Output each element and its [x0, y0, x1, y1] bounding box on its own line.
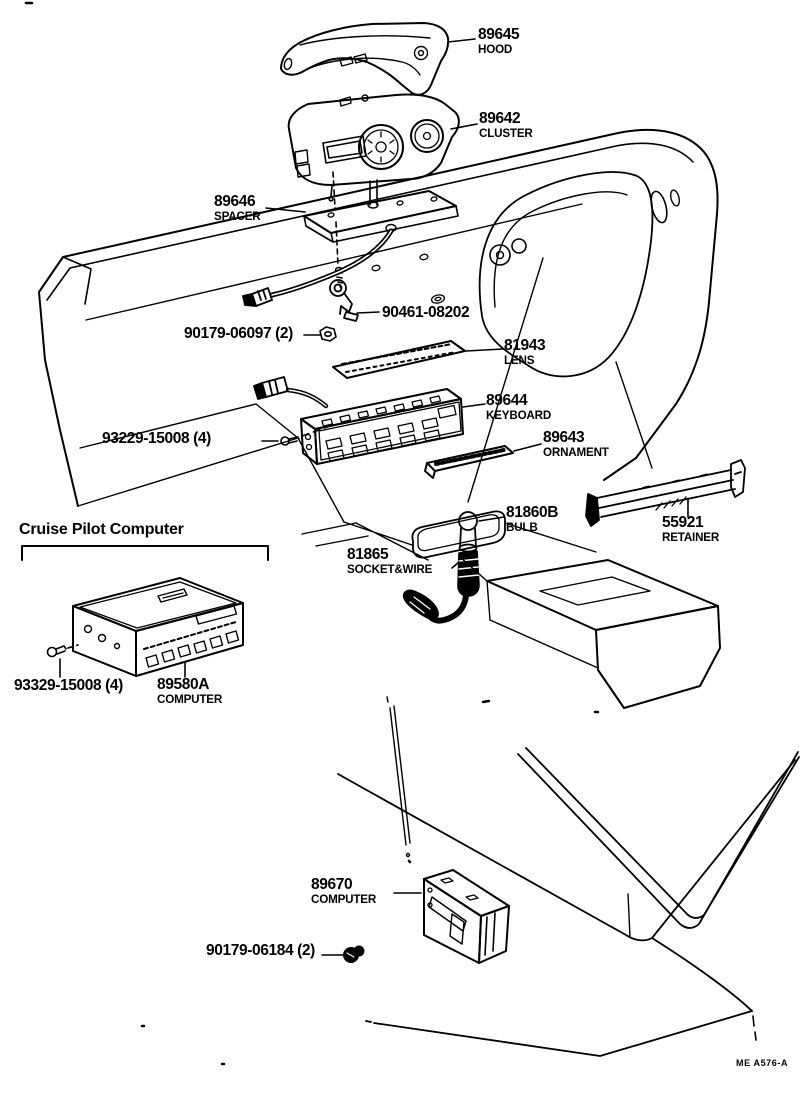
- part-hood: [280, 22, 450, 96]
- label-computer-a: 89580A COMPUTER: [157, 676, 222, 706]
- part-number: 55921: [662, 514, 704, 531]
- part-spacer: [303, 190, 459, 243]
- part-number: 89644: [486, 392, 528, 409]
- part-number: 89645: [478, 26, 520, 43]
- part-lens: [332, 340, 466, 379]
- label-cluster: 89642 CLUSTER: [479, 110, 533, 140]
- label-grommet: 90179-06184 (2): [206, 942, 315, 959]
- label-socket-wire: 81865 SOCKET&WIRE: [347, 546, 432, 576]
- part-number: 93329-15008 (4): [14, 677, 123, 694]
- part-retainer: [585, 459, 746, 527]
- part-nut: [319, 326, 337, 342]
- part-name: SPACER: [214, 209, 261, 223]
- dashboard-panel: [38, 128, 719, 523]
- scan-artifacts: [24, 1, 600, 1066]
- floor-lines: [301, 521, 597, 582]
- part-name: LENS: [504, 353, 535, 367]
- part-bulb: [458, 511, 478, 553]
- part-computer-b: [423, 869, 510, 964]
- part-number: 90179-06097 (2): [184, 325, 293, 342]
- part-computer-a: [72, 577, 244, 678]
- part-number: 89642: [479, 110, 521, 127]
- part-number: 81943: [504, 337, 546, 354]
- label-bulb: 81860B BULB: [506, 504, 558, 534]
- part-number: 89643: [543, 429, 585, 446]
- part-name: COMPUTER: [157, 692, 223, 706]
- part-keyboard: [300, 388, 464, 465]
- part-name: RETAINER: [662, 530, 720, 544]
- part-number: 89580A: [157, 676, 210, 693]
- part-number: 81860B: [506, 504, 559, 521]
- part-socket-wire: [402, 550, 480, 624]
- section-heading: Cruise Pilot Computer: [19, 521, 184, 538]
- label-hood: 89645 HOOD: [478, 26, 520, 56]
- part-ornament: [424, 445, 514, 479]
- part-clamp: [329, 279, 359, 322]
- part-name: KEYBOARD: [486, 408, 552, 422]
- dash-tray-opening: [411, 510, 506, 559]
- screw-dash: [261, 425, 331, 446]
- part-number: 89646: [214, 193, 256, 210]
- wire-connector-2: [253, 376, 329, 409]
- part-number: 90461-08202: [382, 304, 470, 321]
- label-spacer: 89646 SPACER: [214, 193, 261, 223]
- part-cluster: [287, 93, 460, 206]
- label-nut: 90179-06097 (2): [184, 325, 293, 342]
- part-name: COMPUTER: [311, 892, 377, 906]
- part-number: 93229-15008 (4): [102, 430, 211, 447]
- label-keyboard: 89644 KEYBOARD: [486, 392, 551, 422]
- leader-lines: [265, 38, 542, 956]
- doc-code: ME A576-A: [736, 1058, 789, 1068]
- part-name: SOCKET&WIRE: [347, 562, 433, 576]
- part-name: BULB: [506, 520, 538, 534]
- section-bracket: [21, 545, 269, 561]
- pillar-line: [386, 696, 411, 858]
- part-number: 90179-06184 (2): [206, 942, 315, 959]
- part-name: HOOD: [478, 42, 513, 56]
- label-screw-dash: 93229-15008 (4): [102, 430, 211, 447]
- label-computer-b: 89670 COMPUTER: [311, 876, 376, 906]
- label-screw-cpu: 93329-15008 (4): [14, 677, 123, 694]
- part-grommet: [343, 945, 365, 963]
- label-retainer: 55921 RETAINER: [662, 514, 719, 544]
- screw-cpu: [46, 644, 79, 678]
- label-lens: 81943 LENS: [504, 337, 546, 367]
- part-name: ORNAMENT: [543, 445, 609, 459]
- rear-deck: [337, 747, 800, 1057]
- wire-harness: [242, 228, 394, 307]
- label-clamp: 90461-08202: [382, 304, 470, 321]
- console: [486, 559, 721, 709]
- part-name: CLUSTER: [479, 126, 533, 140]
- label-ornament: 89643 ORNAMENT: [543, 429, 609, 459]
- part-number: 81865: [347, 546, 389, 563]
- part-number: 89670: [311, 876, 353, 893]
